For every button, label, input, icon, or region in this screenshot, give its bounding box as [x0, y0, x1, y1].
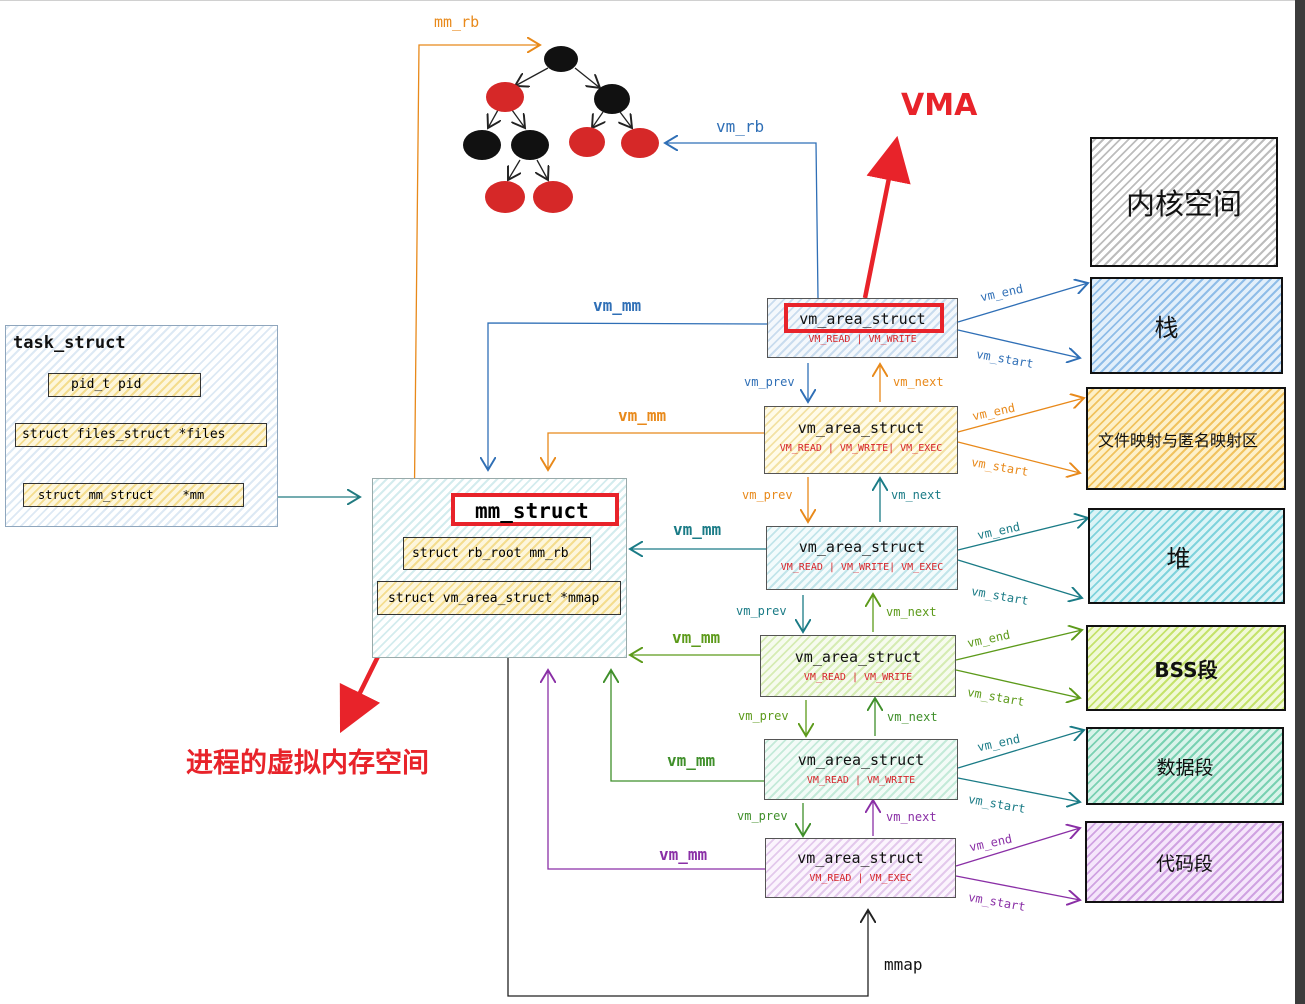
segment-heap: 堆: [1088, 508, 1285, 604]
vma-code-title: vm_area_struct: [797, 849, 924, 867]
vm-prev-label-4: vm_prev: [738, 709, 789, 723]
vma-stack-flags: VM_READ | VM_WRITE: [808, 334, 917, 345]
vm-next-label-3: vm_next: [886, 605, 937, 619]
vm-mm-label-2: vm_mm: [618, 406, 667, 425]
vma-highlight-frame: [784, 303, 944, 333]
vm-next-label-4: vm_next: [887, 710, 938, 724]
vm-next-label-2: vm_next: [891, 488, 942, 502]
segment-kernel-label: 内核空间: [1125, 187, 1242, 221]
mm-rb-field: struct rb_root mm_rb: [403, 537, 591, 570]
segment-code: 代码段: [1085, 821, 1284, 903]
files-field: struct files_struct *files: [15, 423, 267, 447]
vma-mmap-title: vm_area_struct: [797, 419, 925, 437]
segment-kernel: 内核空间: [1090, 137, 1278, 267]
vm-mm-label-3: vm_mm: [673, 520, 722, 539]
vma-stack-title: vm_area_struct: [799, 310, 926, 328]
task-struct-box: task_struct pid_t pid struct files_struc…: [5, 325, 278, 527]
segment-mmap-label: 文件映射与匿名映射区: [1097, 430, 1258, 450]
mm-field-label: struct mm_struct *mm: [38, 488, 205, 502]
segment-data: 数据段: [1086, 727, 1284, 805]
mmap-arrow: [507, 620, 868, 997]
mmap-label: mmap: [884, 955, 923, 974]
mm-struct-title-frame: mm_struct: [451, 493, 619, 526]
segment-stack: 栈: [1090, 277, 1283, 374]
vma-code-flags: VM_READ | VM_EXEC: [809, 873, 912, 884]
vma-data-flags: VM_READ | VM_WRITE: [806, 775, 916, 786]
vm-rb-arrow: [665, 143, 819, 299]
vma-heap-flags: VM_READ | VM_WRITE| VM_EXEC: [780, 562, 944, 573]
mmap-field-label: struct vm_area_struct *mmap: [388, 591, 600, 606]
vma-stack: vm_area_struct VM_READ | VM_WRITE: [767, 298, 958, 358]
vm-mm-label-4: vm_mm: [672, 628, 721, 647]
vm-mm-arrow-2: [548, 432, 764, 470]
segment-stack-label: 栈: [1154, 314, 1179, 342]
task-struct-title: task_struct: [13, 333, 126, 353]
vma-highlight-arrow: [862, 135, 911, 299]
segment-code-label: 代码段: [1155, 852, 1213, 875]
mm-struct-title: mm_struct: [475, 499, 589, 523]
vma-code: vm_area_struct VM_READ | VM_EXEC: [765, 838, 956, 898]
vm-next-label-5: vm_next: [886, 810, 937, 824]
vm-prev-label-3: vm_prev: [736, 604, 787, 618]
vma-data-title: vm_area_struct: [797, 751, 925, 769]
vm-prev-label-2: vm_prev: [742, 488, 793, 502]
tree-nodes: [463, 46, 659, 213]
pid-field-label: pid_t pid: [71, 377, 142, 392]
window-edge: [1295, 0, 1305, 1004]
mm-field: struct mm_struct *mm: [23, 483, 244, 507]
pid-field: pid_t pid: [48, 373, 201, 397]
vma-bss: vm_area_struct VM_READ | VM_WRITE: [760, 635, 956, 697]
vm-mm-label-5: vm_mm: [667, 751, 716, 770]
mmap-field: struct vm_area_struct *mmap: [377, 581, 621, 615]
vma-bss-flags: VM_READ | VM_WRITE: [803, 672, 913, 683]
vm-rb-label: vm_rb: [716, 117, 765, 136]
vm-mm-arrow-5: [611, 670, 764, 782]
vma-bss-title: vm_area_struct: [794, 648, 922, 666]
segment-heap-label: 堆: [1166, 544, 1191, 573]
segment-mmap: 文件映射与匿名映射区: [1086, 387, 1286, 490]
vm-mm-arrow-6: [548, 670, 765, 870]
vma-label: VMA: [901, 88, 978, 123]
segment-bss-label: BSS段: [1154, 657, 1218, 682]
vma-mmap-area: vm_area_struct VM_READ | VM_WRITE| VM_EX…: [764, 406, 958, 474]
mm-rb-arrow: [413, 45, 540, 534]
segment-bss: BSS段: [1086, 625, 1286, 711]
segment-data-label: 数据段: [1156, 756, 1214, 779]
vm-mm-arrow-1: [488, 322, 768, 470]
vma-heap-title: vm_area_struct: [798, 538, 926, 556]
vm-mm-label-6: vm_mm: [659, 845, 708, 864]
vm-mm-label-1: vm_mm: [593, 296, 642, 315]
vm-prev-label-5: vm_prev: [737, 809, 788, 823]
top-border: [0, 0, 1305, 1]
vma-data: vm_area_struct VM_READ | VM_WRITE: [764, 739, 958, 800]
tree-edges: [488, 67, 632, 180]
vm-next-label-1: vm_next: [893, 375, 944, 389]
mm-struct-box: mm_struct struct rb_root mm_rb struct vm…: [372, 478, 627, 658]
mm-rb-label: mm_rb: [434, 13, 480, 31]
mm-rb-field-label: struct rb_root mm_rb: [412, 546, 569, 561]
files-field-label: struct files_struct *files: [22, 427, 226, 442]
process-vm-label: 进程的虚拟内存空间: [186, 748, 429, 779]
vma-heap: vm_area_struct VM_READ | VM_WRITE| VM_EX…: [766, 526, 958, 590]
vm-prev-label-1: vm_prev: [744, 375, 795, 389]
vma-mmap-flags: VM_READ | VM_WRITE| VM_EXEC: [779, 443, 943, 454]
